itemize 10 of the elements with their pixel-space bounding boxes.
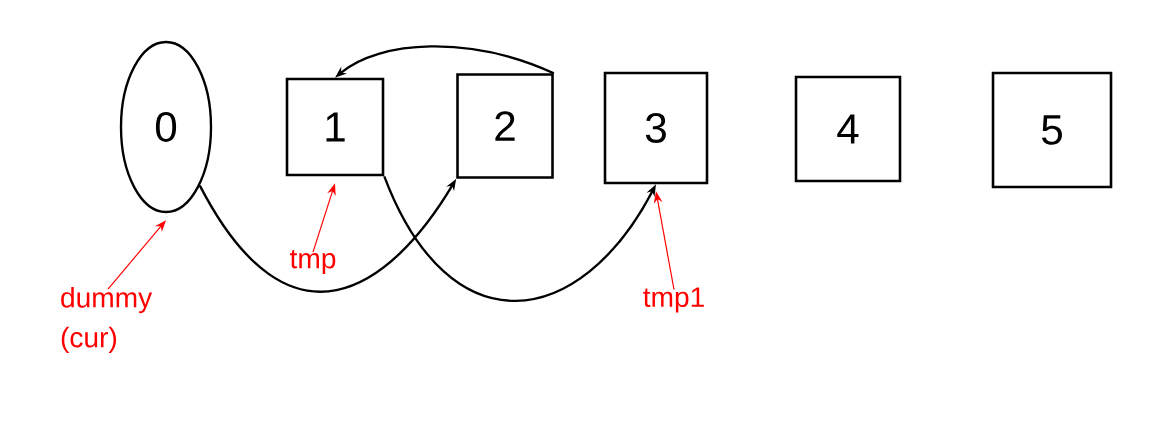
pointer-label: dummy (cur)	[61, 287, 153, 353]
list-node-box: 4	[794, 75, 902, 183]
arrow	[383, 175, 656, 302]
pointer-label: tmp	[290, 250, 336, 274]
list-node-box: 2	[456, 73, 554, 179]
list-node-box: 1	[285, 77, 385, 177]
pointer-label: tmp1	[643, 287, 704, 313]
list-node-box: 5	[991, 71, 1113, 189]
leader-arrow	[107, 220, 166, 290]
list-node-box: 3	[603, 71, 709, 185]
